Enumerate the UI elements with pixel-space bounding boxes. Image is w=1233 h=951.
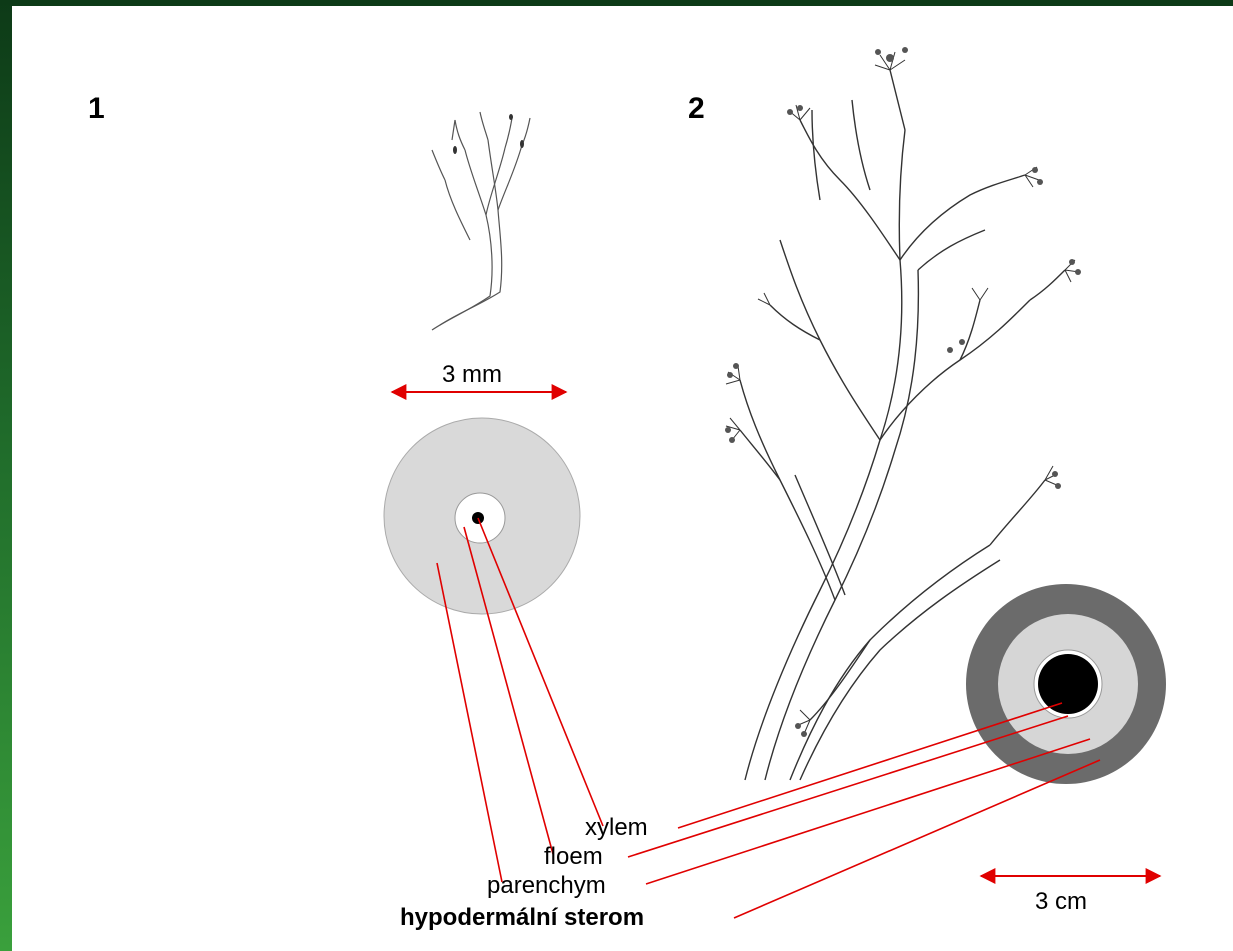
pointer-floem-2 <box>628 716 1068 857</box>
label-floem: floem <box>544 843 603 870</box>
xylem-core-2 <box>1038 654 1098 714</box>
label-sterom: hypodermální sterom <box>400 904 644 931</box>
panel-2-number: 2 <box>688 92 705 125</box>
cross-section-1 <box>384 418 580 614</box>
label-parenchym: parenchym <box>487 872 606 899</box>
cross-section-2 <box>966 584 1166 784</box>
small-plant-illustration <box>432 112 530 330</box>
pointer-parenchym-2 <box>646 739 1090 884</box>
scale-label-3mm: 3 mm <box>442 361 502 388</box>
scale-label-3cm: 3 cm <box>1035 888 1087 915</box>
pointer-xylem-2 <box>678 703 1062 828</box>
label-xylem: xylem <box>585 814 648 841</box>
panel-1-number: 1 <box>88 92 105 125</box>
